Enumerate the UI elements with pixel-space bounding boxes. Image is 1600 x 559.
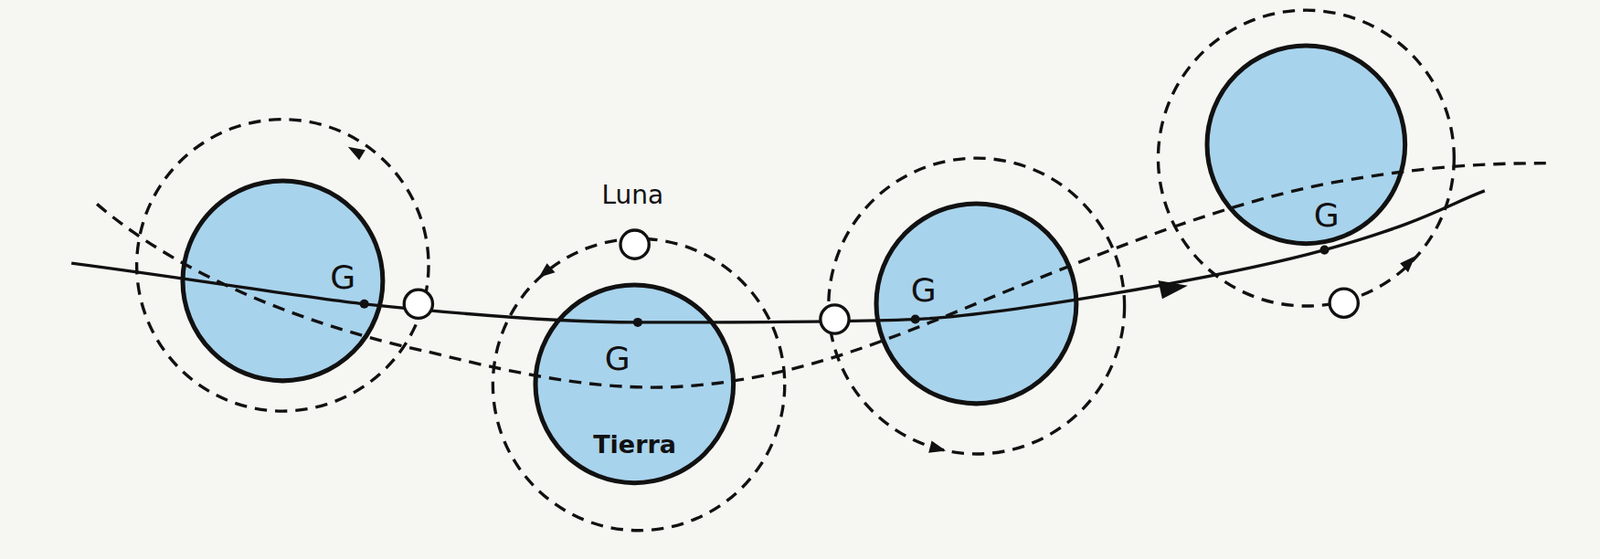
earth-node: G: [1207, 45, 1406, 244]
barycenter-label: G: [602, 340, 634, 378]
text-holder: G: [908, 272, 940, 309]
moon-label: Luna: [598, 181, 667, 211]
path-arrow: [1157, 280, 1187, 299]
moon-orbit: [828, 158, 1125, 455]
earth-circle: [1207, 45, 1406, 244]
barycenter-label: G: [327, 259, 359, 297]
orbit-arrow: [539, 263, 556, 278]
barycenter-label: G: [908, 272, 940, 309]
earth-circle: [876, 203, 1077, 404]
earth-node: G: [182, 180, 383, 382]
moon-node: Luna: [620, 230, 649, 259]
text-holder: Tierra: [590, 431, 679, 459]
earth-node: G Tierra: [535, 285, 734, 484]
earth-path: [96, 163, 1547, 388]
moon-circle: [620, 230, 649, 259]
orbit-arrow: [348, 147, 366, 161]
earth-circle: [182, 180, 383, 382]
earth-label: Tierra: [590, 431, 679, 459]
text-holder: G: [602, 340, 634, 378]
moon-circle: [820, 305, 849, 334]
moon-orbit: [1157, 10, 1454, 307]
orbit-arrow: [1399, 255, 1416, 273]
moon-orbit: [492, 238, 785, 530]
earth-circle: [876, 203, 1077, 404]
earth-node: G: [876, 203, 1077, 404]
barycenter-dot: [1319, 245, 1329, 255]
text-holder: G: [327, 259, 359, 297]
earth-circle: [1207, 45, 1406, 244]
orbit-arrow: [928, 440, 946, 453]
text-holder: Luna: [598, 181, 667, 211]
text-holder: G: [1311, 197, 1343, 234]
earth-circle: [535, 285, 734, 484]
moon-circle: [620, 230, 649, 259]
barycenter-label: G: [1311, 197, 1343, 234]
moon-circle: [1329, 288, 1358, 318]
moon-circle: [403, 289, 433, 318]
moon-orbit: [137, 119, 429, 412]
